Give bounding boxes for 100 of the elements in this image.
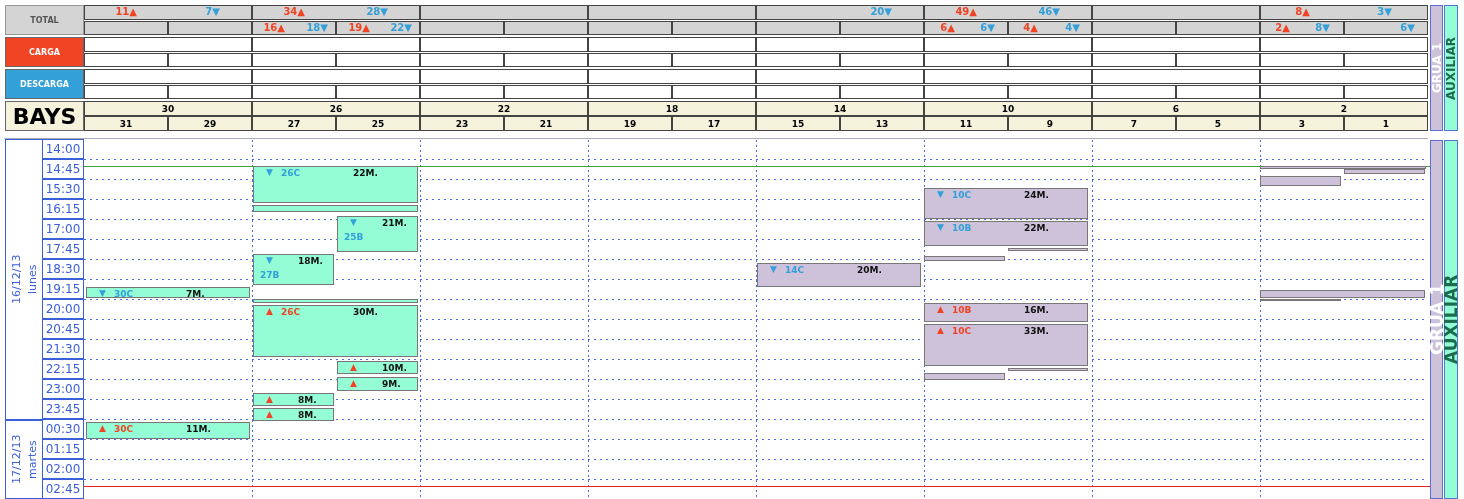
bay-code: 10C [952, 190, 972, 201]
task-bar [337, 361, 418, 374]
task-bar [924, 303, 1088, 322]
move-direction-icon: ▲ [937, 325, 944, 335]
move-direction-icon: ▲ [350, 378, 357, 388]
move-direction-icon: ▲ [937, 304, 944, 314]
move-count: 21M. [382, 218, 407, 229]
bay-number: 6 [1092, 101, 1260, 116]
bay-number: 9 [1008, 116, 1092, 131]
day-label: martes [24, 439, 40, 481]
task-bar [86, 287, 250, 298]
move-direction-icon: ▲ [266, 409, 273, 419]
move-count: 10M. [382, 363, 407, 374]
task-bar [86, 422, 250, 439]
count-number: 19▲ [348, 21, 370, 34]
task-bar [253, 166, 418, 203]
schedule-bar [253, 205, 418, 212]
task-bar [337, 216, 418, 252]
move-direction-icon: ▲ [266, 394, 273, 404]
bay-number: 25 [336, 116, 420, 131]
bay-number: 7 [1092, 116, 1176, 131]
move-direction-icon: ▲ [350, 362, 357, 372]
move-count: 18M. [298, 256, 323, 267]
time-label: 17:45 [42, 239, 84, 259]
move-count: 22M. [1024, 223, 1049, 234]
move-count: 20M. [857, 265, 882, 276]
count-number: 49▲ [955, 5, 977, 18]
count-number: 7▼ [205, 5, 220, 18]
bay-number: 29 [168, 116, 252, 131]
task-bar [253, 408, 334, 421]
time-label: 02:00 [42, 459, 84, 479]
move-direction-icon: ▲ [266, 306, 273, 316]
schedule-bar [253, 299, 418, 303]
move-direction-icon: ▼ [937, 189, 944, 199]
schedule-bar [924, 256, 1005, 261]
time-label: 16:15 [42, 199, 84, 219]
crane-strip: AUXILIAR [1444, 140, 1458, 499]
bay-number: 31 [84, 116, 168, 131]
bay-number: 27 [252, 116, 336, 131]
bay-number: 30 [84, 101, 252, 116]
count-number: 34▲ [283, 5, 305, 18]
move-count: 16M. [1024, 305, 1049, 316]
count-number: 6▲ [940, 21, 955, 34]
time-label: 14:45 [42, 159, 84, 179]
time-label: 21:30 [42, 339, 84, 359]
task-bar [757, 263, 921, 287]
bay-code: 26C [281, 307, 301, 318]
crane-strip: GRUA 1 [1430, 140, 1443, 499]
bay-number: 14 [756, 101, 924, 116]
time-label: 20:45 [42, 319, 84, 339]
move-count: 33M. [1024, 326, 1049, 337]
move-direction-icon: ▼ [350, 217, 357, 227]
schedule-bar [1260, 290, 1425, 298]
schedule-bar [924, 373, 1005, 380]
bay-number: 19 [588, 116, 672, 131]
bay-number: 17 [672, 116, 756, 131]
count-number: 16▲ [263, 21, 285, 34]
task-bar [253, 305, 418, 357]
bay-code: 30C [114, 424, 134, 435]
count-number: 4▼ [1065, 21, 1080, 34]
count-number: 3▼ [1377, 5, 1392, 18]
task-bar [253, 254, 334, 285]
move-direction-icon: ▼ [99, 288, 106, 298]
crane-strip: AUXILIAR [1444, 5, 1458, 131]
count-number: 6▼ [1400, 21, 1415, 34]
time-label: 23:00 [42, 379, 84, 399]
count-number: 2▲ [1275, 21, 1290, 34]
bay-number: 18 [588, 101, 756, 116]
schedule-bar [1260, 176, 1341, 186]
move-count: 9M. [382, 379, 401, 390]
count-number: 46▼ [1038, 5, 1060, 18]
move-count: 24M. [1024, 190, 1049, 201]
move-count: 7M. [186, 289, 205, 300]
count-number: 4▲ [1023, 21, 1038, 34]
time-label: 23:45 [42, 399, 84, 419]
count-number: 22▼ [390, 21, 412, 34]
time-label: 14:00 [42, 139, 84, 159]
bay-code: 14C [785, 265, 805, 276]
time-label: 22:15 [42, 359, 84, 379]
crane-strip: GRUA 1 [1430, 5, 1443, 131]
task-bar [924, 221, 1088, 246]
move-direction-icon: ▼ [266, 167, 273, 177]
row-header: DESCARGA [5, 69, 84, 99]
count-number: 8▲ [1295, 5, 1310, 18]
move-count: 11M. [186, 424, 211, 435]
bay-number: 5 [1176, 116, 1260, 131]
row-header: TOTAL [5, 5, 84, 35]
date-label: 17/12/13 [8, 433, 24, 487]
count-number: 28▼ [366, 5, 388, 18]
schedule-bar [1008, 368, 1088, 371]
bay-number: 13 [840, 116, 924, 131]
bay-number: 10 [924, 101, 1092, 116]
time-label: 15:30 [42, 179, 84, 199]
move-direction-icon: ▲ [99, 423, 106, 433]
time-label: 01:15 [42, 439, 84, 459]
count-number: 11▲ [115, 5, 137, 18]
time-label: 17:00 [42, 219, 84, 239]
bay-code: 30C [114, 289, 134, 300]
bay-number: 21 [504, 116, 588, 131]
row-header: CARGA [5, 37, 84, 67]
